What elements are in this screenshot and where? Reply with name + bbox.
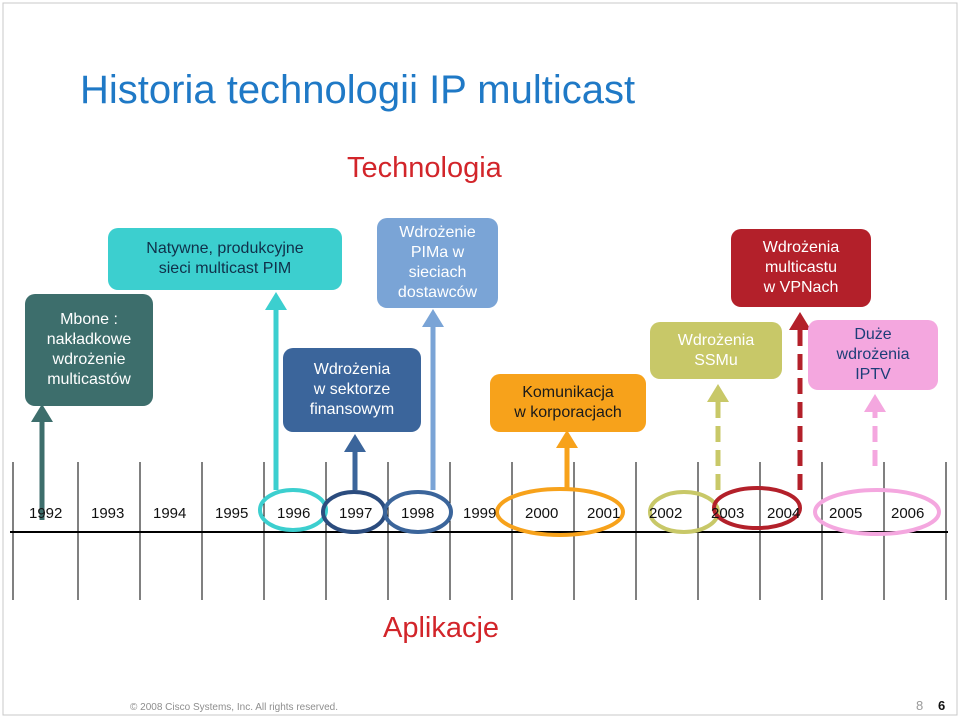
- year-label: 2003: [711, 505, 745, 522]
- event-label: Wdrożenia w sektorze finansowym: [309, 361, 395, 418]
- year-label: 1996: [277, 505, 311, 522]
- event-enterprise: Komunikacja w korporacjach: [490, 374, 646, 432]
- year-label: 2002: [649, 505, 683, 522]
- year-ellipses: [258, 486, 941, 537]
- year-label: 1999: [463, 505, 497, 522]
- event-ssm: Wdrożenia SSMu: [650, 322, 782, 379]
- event-native-pim: Natywne, produkcyjne sieci multicast PIM: [108, 228, 342, 290]
- year-label: 2004: [767, 505, 801, 522]
- year-label: 1997: [339, 505, 373, 522]
- event-iptv: Duże wdrożenia IPTV: [808, 320, 938, 390]
- year-label: 1993: [91, 505, 125, 522]
- event-label: Wdrożenia SSMu: [677, 331, 755, 369]
- event-mbone: Mbone : nakładkowe wdrożenie multicastów: [25, 294, 153, 406]
- connector-arrows: [31, 292, 886, 520]
- timeline-ticks: [12, 462, 947, 600]
- event-vpn: Wdrożenia multicastu w VPNach: [731, 229, 871, 307]
- event-finance: Wdrożenia w sektorze finansowym: [283, 348, 421, 432]
- event-pim-providers: Wdrożenie PIMa w sieciach dostawców: [377, 218, 498, 308]
- event-label: Wdrożenie PIMa w sieciach dostawców: [397, 224, 478, 301]
- event-label: Komunikacja w korporacjach: [514, 384, 622, 421]
- year-label: 2000: [525, 505, 559, 522]
- technology-heading: Technologia: [347, 152, 502, 184]
- page-number: 6: [938, 698, 946, 713]
- year-label: 1994: [153, 505, 187, 522]
- year-label: 2001: [587, 505, 621, 522]
- year-label: 2005: [829, 505, 863, 522]
- page-number-grey: 8: [916, 698, 924, 713]
- applications-heading: Aplikacje: [383, 612, 500, 644]
- year-label: 2006: [891, 505, 925, 522]
- slide-title: Historia technologii IP multicast: [80, 68, 636, 112]
- year-label: 1992: [29, 505, 63, 522]
- copyright-footer: © 2008 Cisco Systems, Inc. All rights re…: [130, 702, 339, 713]
- event-label: Wdrożenia multicastu w VPNach: [762, 239, 840, 296]
- year-label: 1998: [401, 505, 435, 522]
- event-label: Duże wdrożenia IPTV: [836, 326, 910, 383]
- year-label: 1995: [215, 505, 249, 522]
- event-label: Natywne, produkcyjne sieci multicast PIM: [146, 240, 304, 277]
- event-label: Mbone : nakładkowe wdrożenie multicastów: [46, 311, 132, 388]
